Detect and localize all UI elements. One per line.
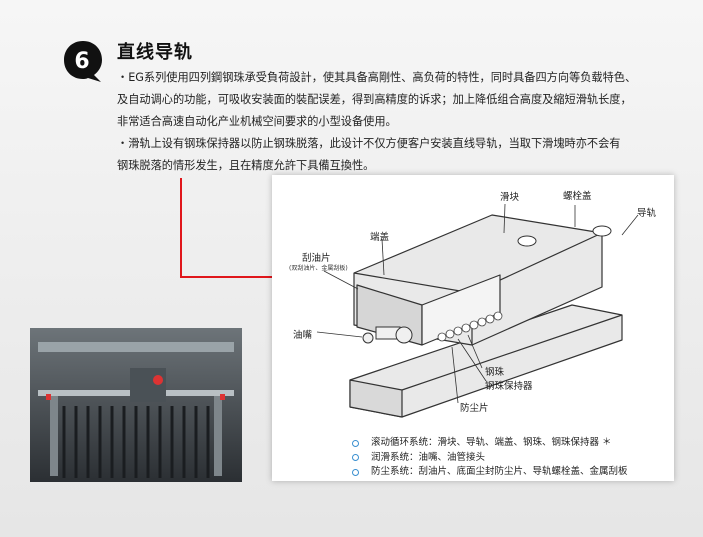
system-legend: 滚动循环系统：滑块、导轨、端盖、钢珠、钢珠保持器 ＊ 润滑系统：油嘴、油管接头 … [352,436,628,480]
section-title: 直线导轨 [117,42,193,63]
label-ball-retainer: 钢珠保持器 [485,381,533,392]
machine-photo [30,328,242,482]
legend-item: 防尘系统：刮油片、底面尘封防尘片、导轨螺栓盖、金属刮板 [352,465,628,480]
laser-machine-illustration [30,328,242,482]
paragraph-line: 及自动调心的功能，可吸收安装面的裝配误差，得到高精度的诉求；加上降低组合高度及縮… [117,93,632,106]
legend-text: 润滑系统：油嘴、油管接头 [371,451,486,463]
paragraph-line: ・滑轨上设有钢珠保持器以防止钢珠脱落，此设计不仅方便客户安装直线导轨，当取下滑塊… [117,137,621,150]
label-bolt-cover: 螺栓盖 [563,191,592,202]
label-dust-seal: 防尘片 [460,403,489,414]
legend-item: 滚动循环系统：滑块、导轨、端盖、钢珠、钢珠保持器 ＊ [352,436,628,451]
bullet-circle-icon [352,454,359,462]
paragraph-line: ・EG系列使用四列鋼钢珠承受負荷設計，使其具备高剛性、高负荷的特性，同时具备四方… [117,71,637,84]
label-oil-nozzle: 油嘴 [293,330,313,341]
legend-text: 防尘系统：刮油片、底面尘封防尘片、导轨螺栓盖、金属刮板 [371,466,628,477]
linear-guide-drawing [316,203,639,418]
paragraph-features: ・EG系列使用四列鋼钢珠承受負荷設計，使其具备高剛性、高负荷的特性，同时具备四方… [117,67,687,133]
label-steel-ball: 钢珠 [485,367,505,378]
label-scraper: 刮油片 [302,253,331,264]
bullet-circle-icon [352,468,359,476]
paragraph-retainer: ・滑轨上设有钢珠保持器以防止钢珠脱落，此设计不仅方便客户安装直线导轨，当取下滑塊… [117,133,687,177]
legend-text: 滚动循环系统：滑块、导轨、端盖、钢珠、钢珠保持器 ＊ [371,437,612,448]
legend-item: 润滑系统：油嘴、油管接头 [352,451,628,466]
label-end-cap: 端盖 [370,232,390,243]
section-number-badge: 6 [64,41,102,82]
label-guide-rail: 导轨 [637,208,657,219]
bullet-circle-icon [352,439,359,447]
annotation-line-vertical [180,178,182,278]
label-slider: 滑块 [500,192,520,203]
paragraph-line: 钢珠脱落的情形发生，且在精度允許下具備互換性。 [117,159,375,172]
badge-number: 6 [74,49,89,74]
label-scraper-sub: (双刮油片、金属刮板) [289,265,348,272]
paragraph-line: 非常适合高速自动化产业机械空间要求的小型设备使用。 [117,115,397,128]
linear-guide-diagram [272,175,674,481]
